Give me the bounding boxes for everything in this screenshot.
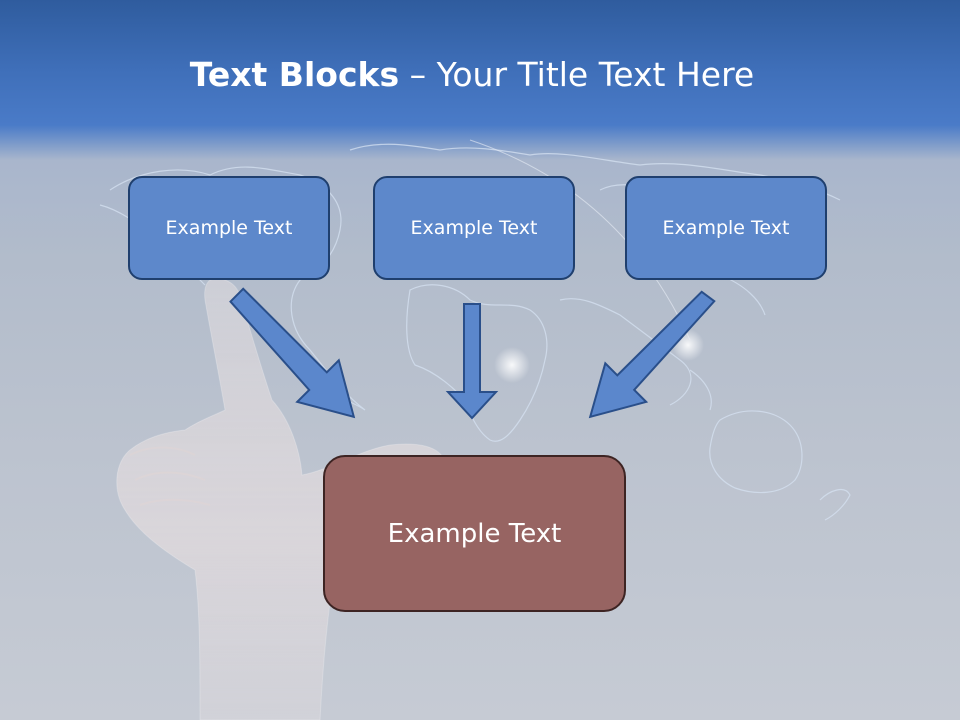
slide-title: Text Blocks – Your Title Text Here — [0, 52, 944, 98]
text-block-right-label: Example Text — [662, 217, 790, 239]
text-block-bottom[interactable]: Example Text — [323, 455, 626, 612]
title-separator: – — [399, 55, 437, 94]
pointing-hand — [116, 278, 446, 720]
text-block-bottom-label: Example Text — [387, 518, 562, 549]
text-block-right[interactable]: Example Text — [625, 176, 827, 280]
left-arrow-shape — [229, 287, 356, 419]
center-arrow-shape — [445, 303, 499, 420]
text-block-center[interactable]: Example Text — [373, 176, 575, 280]
right-arrow-shape — [588, 290, 716, 419]
title-rest: Your Title Text Here — [436, 55, 755, 94]
text-block-left[interactable]: Example Text — [128, 176, 330, 280]
title-bold: Text Blocks — [189, 55, 400, 94]
text-block-center-label: Example Text — [410, 217, 538, 239]
text-block-left-label: Example Text — [165, 217, 293, 239]
glow-spot — [494, 347, 530, 383]
